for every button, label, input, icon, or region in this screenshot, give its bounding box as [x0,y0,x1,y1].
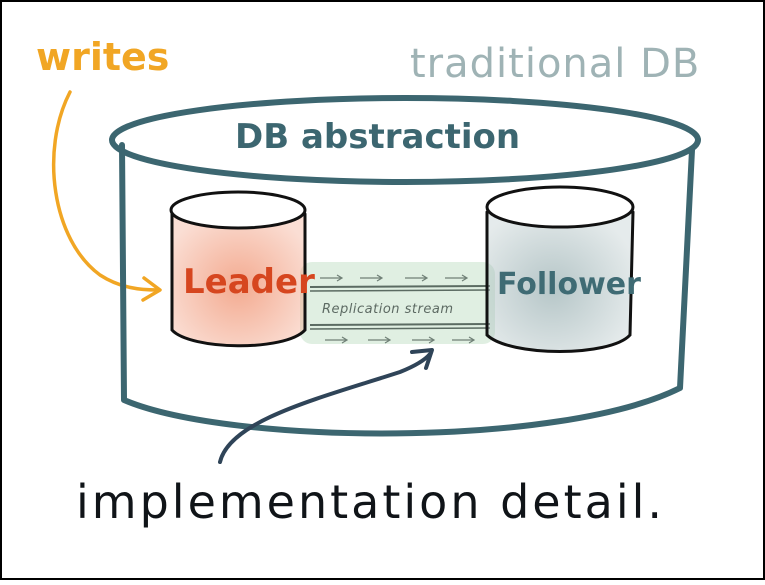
writes-label: writes [36,35,169,79]
replication-stream-label: Replication stream [322,302,454,317]
follower-database-icon [485,185,635,353]
db-abstraction-label: DB abstraction [235,117,520,157]
leader-database-icon [169,190,307,348]
writes-arrow-icon [52,90,162,302]
implementation-arrow-icon [218,348,434,464]
corner-label: traditional DB [410,41,700,87]
implementation-detail-label: implementation detail. [76,475,665,529]
follower-label: Follower [497,267,641,302]
leader-label: Leader [183,262,315,302]
db-abstraction-container [109,95,701,437]
replication-stream [300,262,495,344]
